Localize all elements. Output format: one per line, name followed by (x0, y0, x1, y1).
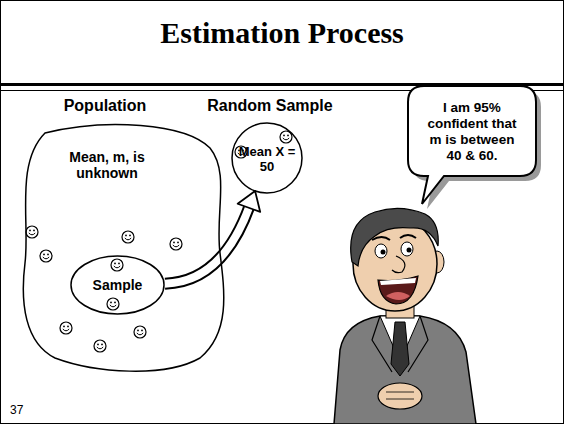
slide-title: Estimation Process (0, 16, 564, 50)
population-blob: Sample PopulationMean, m, is unknown (15, 95, 230, 373)
bubble-outline (408, 86, 536, 204)
population-heading: Population (30, 96, 180, 115)
man-cartoon (334, 208, 476, 424)
arrow-shaft-fill (165, 206, 250, 284)
smiley-face (170, 238, 182, 250)
sample-ellipse: Sample (70, 255, 165, 315)
population-note: Mean, m, is unknown (47, 149, 167, 181)
smiley-face (107, 298, 119, 310)
speech-bubble: I am 95% confident that m is between 40 … (408, 86, 542, 182)
random-sample-circle: Random SampleMean X = 50 (195, 95, 345, 195)
blob-outline (23, 125, 223, 372)
random-sample-heading: Random Sample (195, 96, 345, 115)
hollow-arrow (165, 191, 260, 284)
circle-outline (232, 123, 302, 193)
slide-number: 37 (10, 403, 23, 417)
smiley-face (111, 259, 123, 271)
population-blob-outline (15, 95, 230, 373)
arrow-shaft-outline (165, 206, 250, 284)
sample-mean: Mean X = 50 (238, 144, 296, 174)
smiley-face (122, 231, 134, 243)
smiley-face (60, 322, 72, 334)
smiley-face (40, 250, 52, 262)
smiley-face (134, 326, 146, 338)
sample-label: Sample (78, 277, 158, 293)
speech-text: I am 95% confident that m is between 40 … (422, 100, 522, 164)
smiley-face (26, 226, 38, 238)
smiley-face (94, 340, 106, 352)
arrow-head (238, 191, 261, 212)
ellipse-outline (71, 256, 164, 314)
